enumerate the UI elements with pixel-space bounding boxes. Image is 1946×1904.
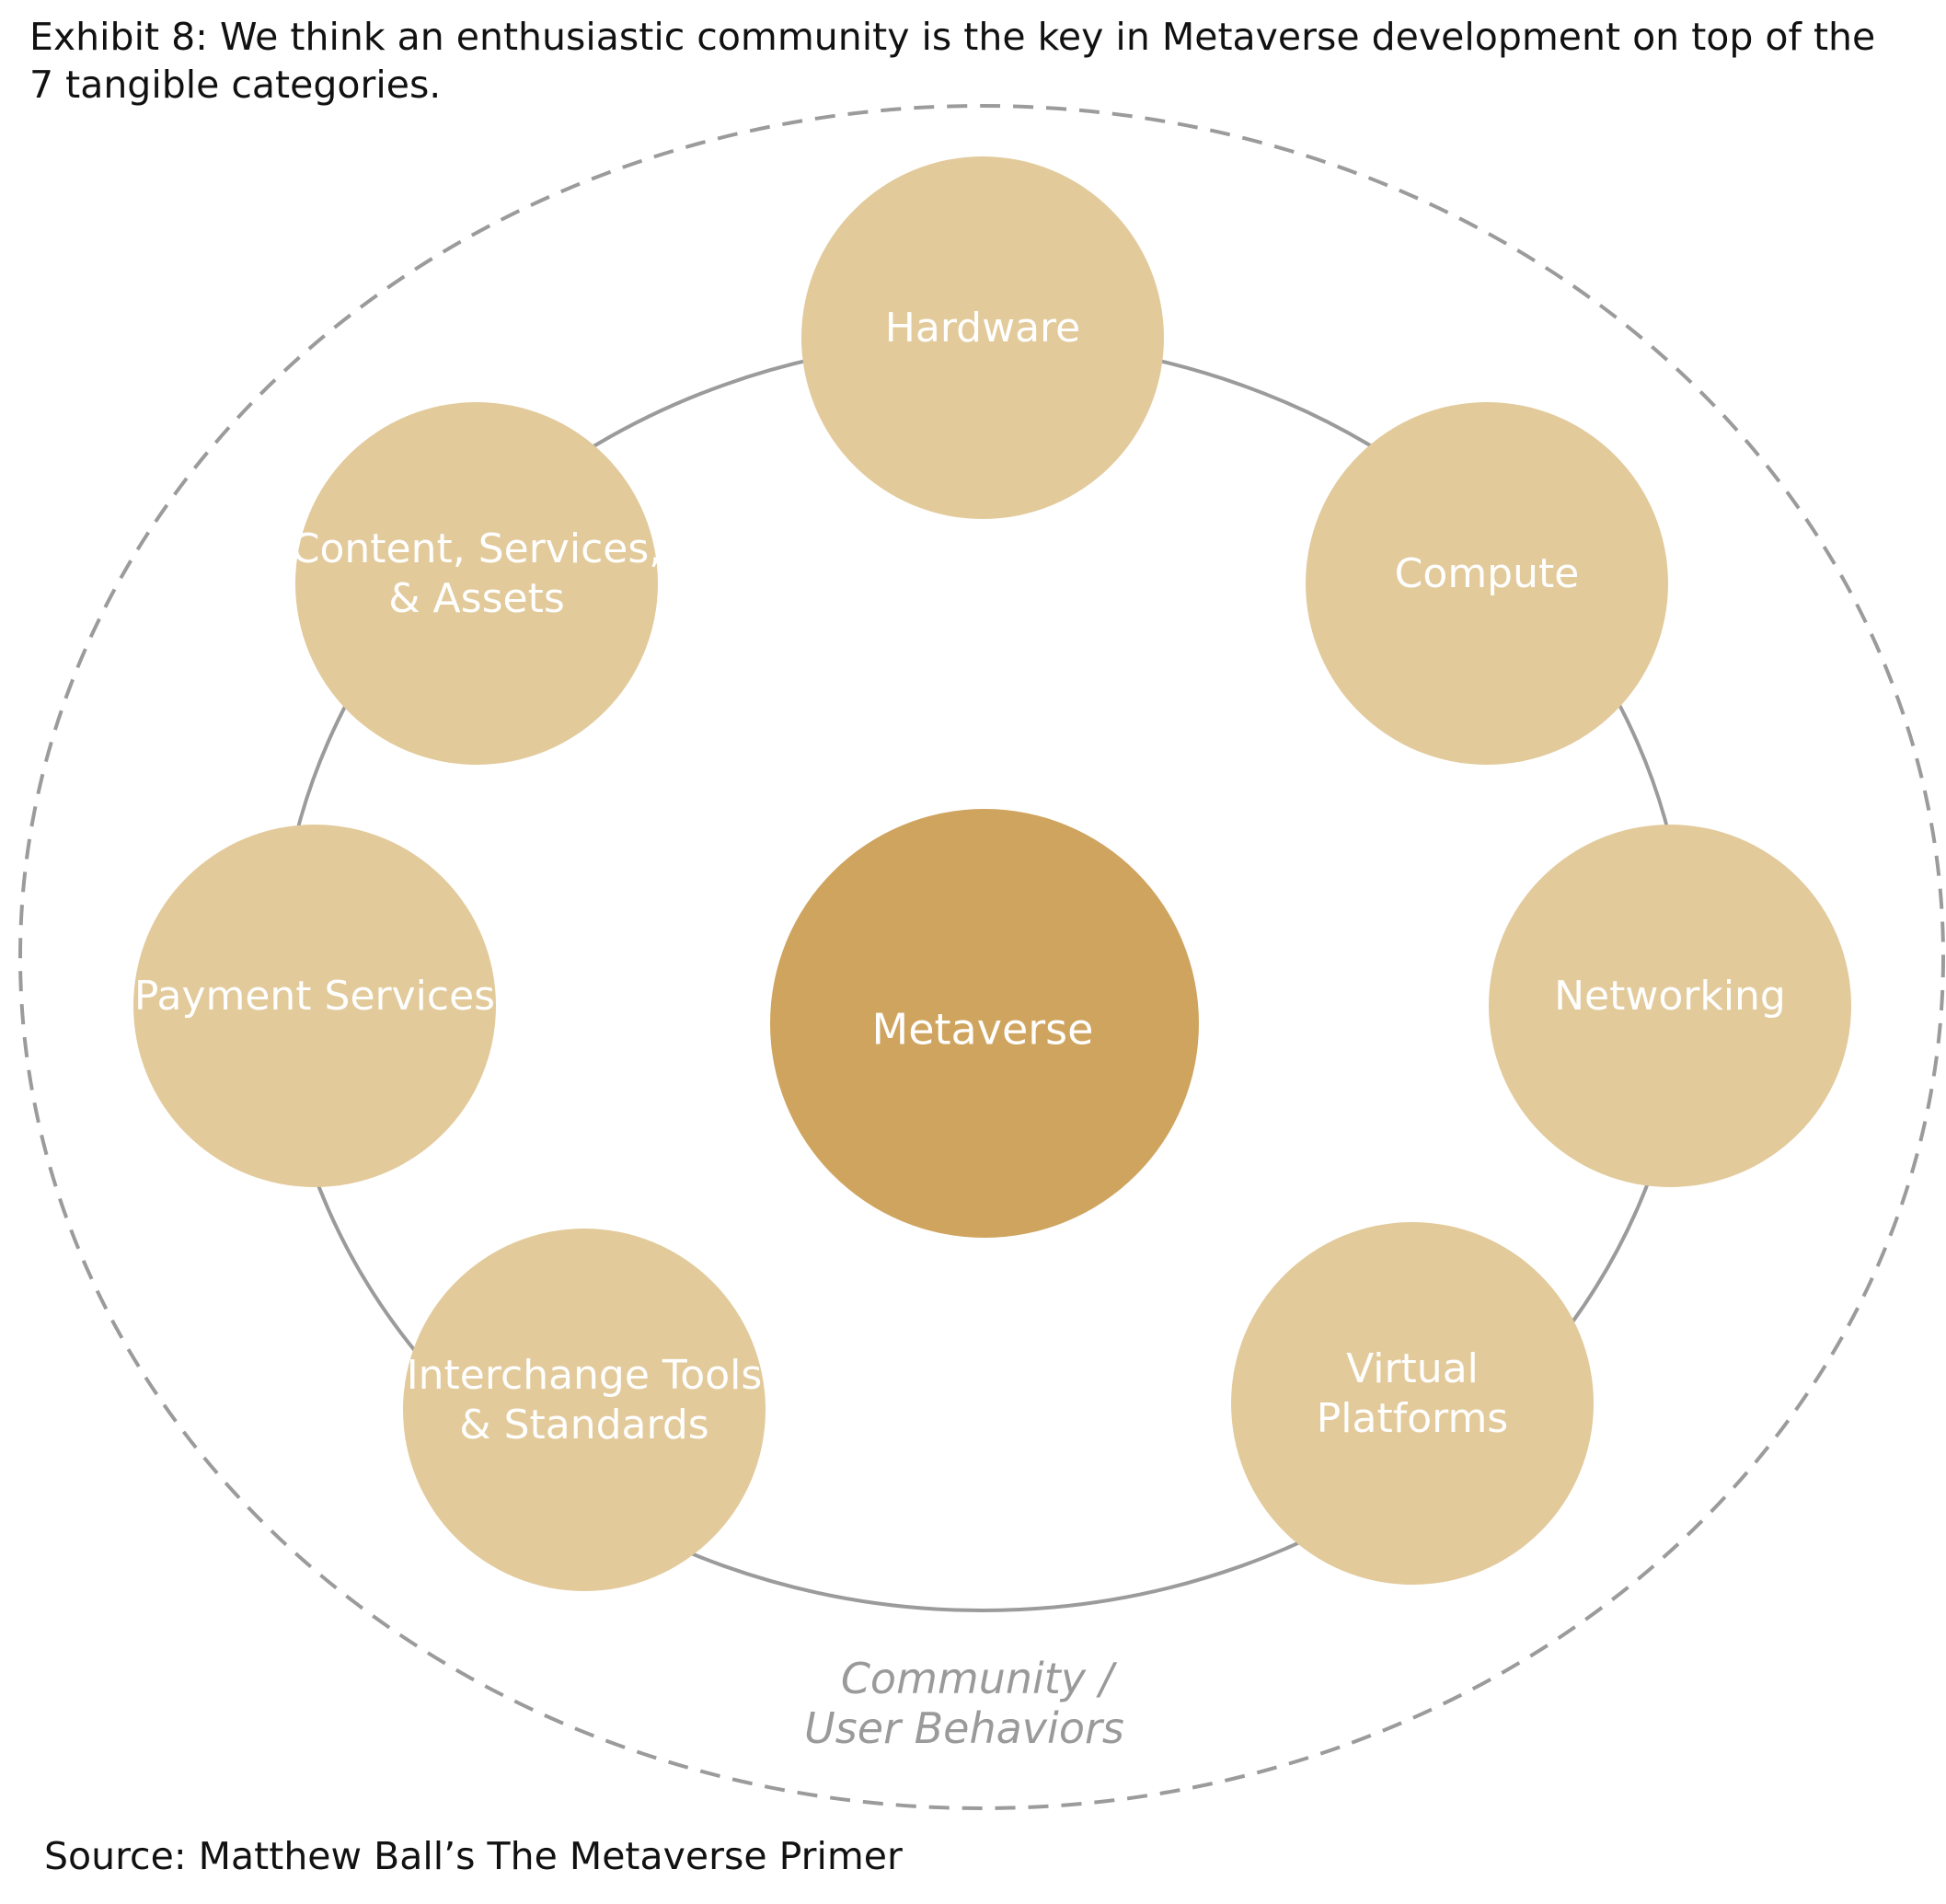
- category-label: Interchange Tools: [407, 1352, 763, 1399]
- category-node-compute: Compute: [1306, 402, 1668, 765]
- category-node-payment-services: Payment Services: [133, 825, 496, 1187]
- center-circle: [770, 809, 1199, 1238]
- community-boundary: [18, 104, 1945, 1810]
- category-node-interchange-tools-standards: Interchange Tools& Standards: [403, 1229, 766, 1591]
- exhibit-title: Exhibit 8: We think an enthusiastic comm…: [29, 15, 1876, 107]
- category-node-hardware: Hardware: [801, 156, 1164, 519]
- category-circle: [801, 156, 1164, 519]
- community-label: Community /User Behaviors: [804, 1654, 1124, 1753]
- category-label: Payment Services: [134, 973, 495, 1020]
- category-circle: [295, 402, 658, 765]
- source-note: Source: Matthew Ball’s The Metaverse Pri…: [44, 1834, 903, 1878]
- category-node-networking: Networking: [1489, 825, 1851, 1187]
- center-node: Metaverse: [770, 809, 1199, 1238]
- category-label: Platforms: [1317, 1395, 1508, 1442]
- community-label-line: User Behaviors: [804, 1703, 1124, 1753]
- category-circle: [403, 1229, 766, 1591]
- category-circle: [1306, 402, 1668, 765]
- category-label: & Assets: [388, 575, 565, 622]
- center-label: Metaverse: [872, 1005, 1094, 1055]
- category-label: Compute: [1395, 550, 1580, 597]
- category-label: & Standards: [459, 1402, 708, 1448]
- category-nodes: HardwareComputeNetworkingVirtualPlatform…: [133, 156, 1851, 1591]
- category-node-content-services-assets: Content, Services,& Assets: [292, 402, 662, 765]
- category-label: Content, Services,: [292, 525, 662, 572]
- community-label-line: Community /: [841, 1654, 1118, 1703]
- category-label: Virtual: [1346, 1345, 1479, 1392]
- category-label: Hardware: [885, 305, 1080, 352]
- category-circle: [1231, 1222, 1594, 1585]
- category-circle: [1489, 825, 1851, 1187]
- category-label: Networking: [1554, 973, 1786, 1020]
- category-circle: [133, 825, 496, 1187]
